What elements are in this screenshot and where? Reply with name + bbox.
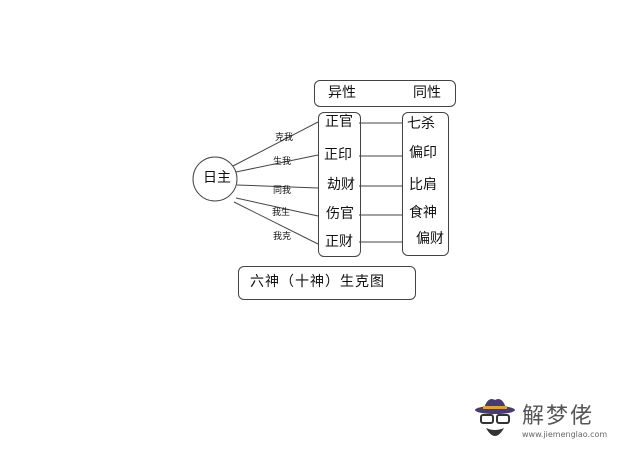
- line-wo-sheng: [235, 197, 319, 217]
- watermark-name: 解梦佬: [522, 404, 595, 429]
- right-item: 偏财: [416, 231, 444, 247]
- left-column-box: [318, 112, 361, 257]
- caption: 六神（十神）生克图: [250, 274, 385, 290]
- right-item: 食神: [409, 205, 437, 221]
- line-wo-ke: [233, 201, 319, 245]
- relation-label: 克我: [275, 133, 294, 143]
- day-master-circle: [192, 156, 238, 202]
- relation-label: 我克: [273, 232, 292, 242]
- line-sheng-wo: [235, 154, 319, 173]
- caption-box: [238, 266, 416, 300]
- day-master-label: 日主: [203, 170, 231, 186]
- right-item: 偏印: [409, 145, 437, 161]
- right-item: 比肩: [409, 177, 437, 193]
- opposite-sex-label: 异性: [328, 85, 356, 101]
- left-item: 伤官: [326, 206, 354, 222]
- right-column-box: [402, 112, 449, 256]
- relation-label: 我生: [272, 208, 291, 218]
- same-sex-label: 同性: [413, 85, 441, 101]
- watermark-logo: 解梦佬 www.jiemenglao.com: [470, 392, 635, 447]
- left-item: 正印: [324, 147, 352, 163]
- line-tong-wo: [236, 184, 319, 189]
- right-item: 七杀: [407, 116, 435, 132]
- left-item: 劫财: [327, 177, 355, 193]
- relation-label: 生我: [273, 157, 292, 167]
- left-item: 正官: [325, 114, 353, 130]
- relation-label: 同我: [273, 186, 292, 196]
- line-ke-wo: [232, 121, 319, 167]
- watermark-url: www.jiemenglao.com: [522, 430, 608, 439]
- hat-man-icon: [475, 399, 515, 436]
- left-item: 正财: [325, 234, 353, 250]
- header-box: [314, 80, 456, 107]
